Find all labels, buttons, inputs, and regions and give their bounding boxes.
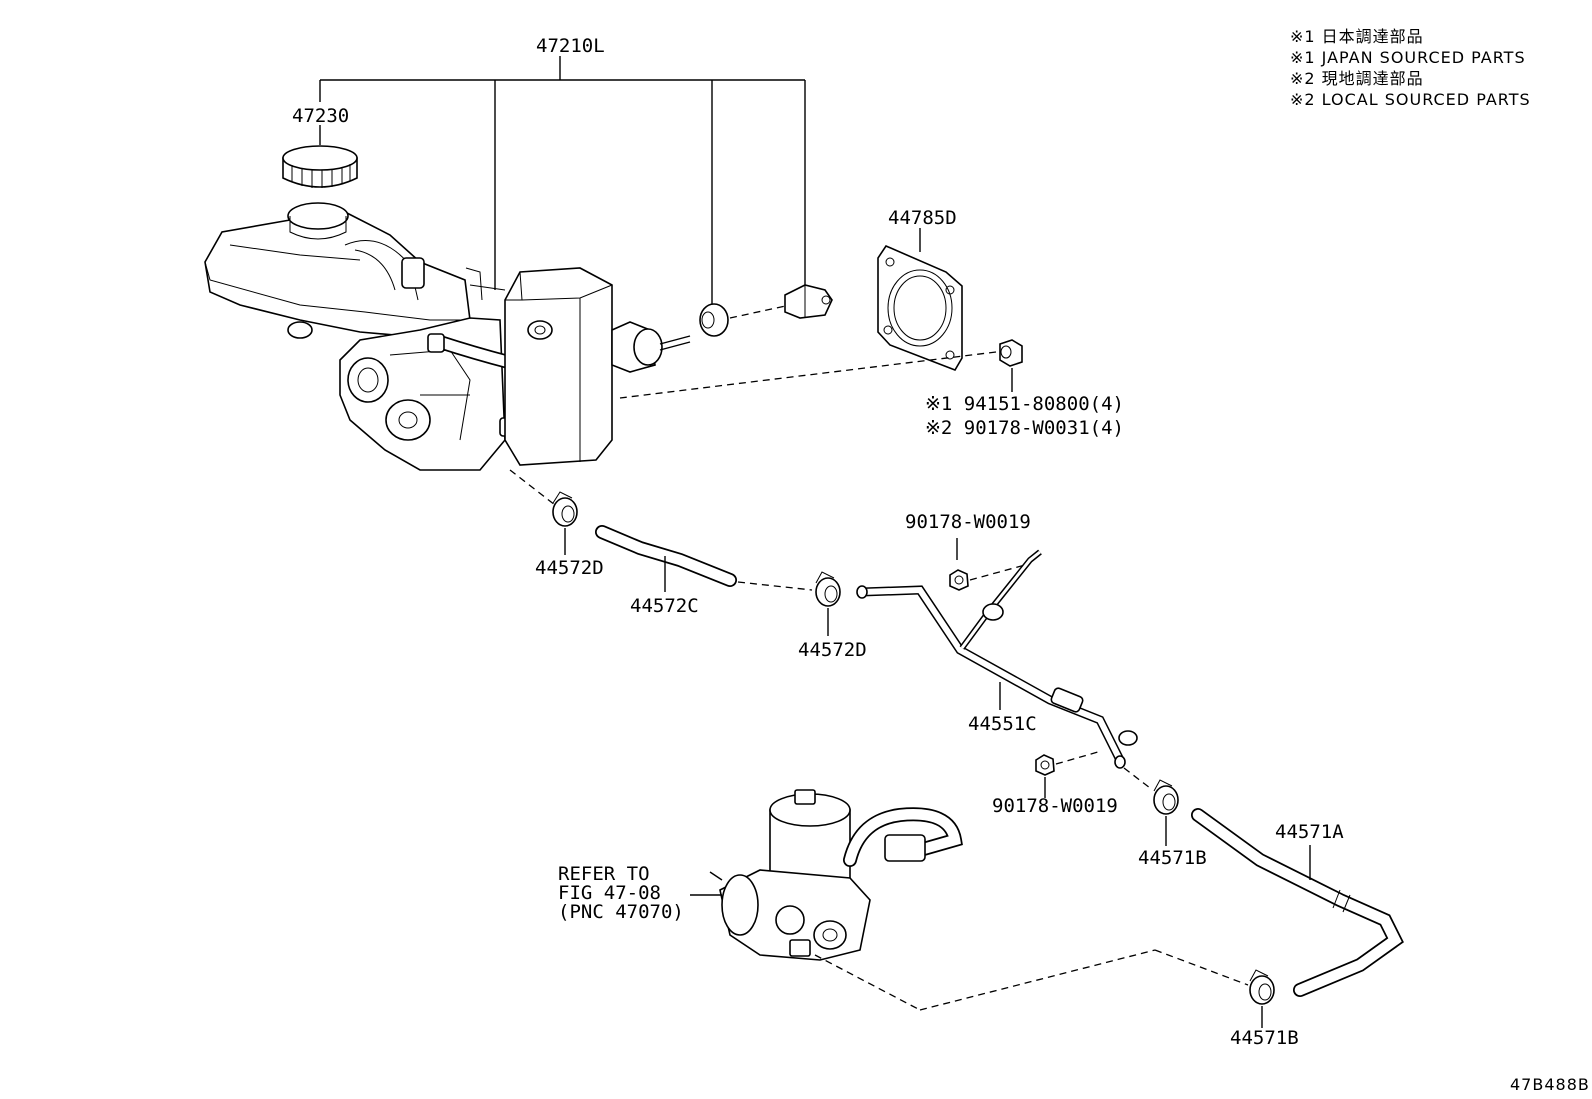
label-clamp-lower-bottom: 44571B <box>1230 1027 1299 1049</box>
label-refer-line3: (PNC 47070) <box>558 901 684 923</box>
pump-motor[interactable] <box>709 789 963 961</box>
dash-hose-clamp <box>737 581 813 591</box>
label-pipe: 44551C <box>968 713 1037 735</box>
label-clamp-upper-mid: 44572D <box>798 639 867 661</box>
label-master-cylinder: 47210L <box>536 35 605 57</box>
clamp-lower-upper[interactable] <box>1153 779 1179 815</box>
sourcing-notes: ※1 日本調達部品 ※1 JAPAN SOURCED PARTS ※2 現地調達… <box>1290 27 1531 109</box>
note-japan-jp: ※1 日本調達部品 <box>1290 27 1424 46</box>
figure-id: 47B488B <box>1510 1075 1590 1094</box>
hose-lower[interactable] <box>1191 808 1404 997</box>
dash-pump-b <box>919 949 1156 1011</box>
bracket-nut-bottom[interactable] <box>1035 754 1055 776</box>
label-nut-jp: ※1 94151-80800(4) <box>925 393 1124 415</box>
clamp-upper-mid[interactable] <box>815 571 841 607</box>
note-local-en: ※2 LOCAL SOURCED PARTS <box>1290 90 1531 109</box>
dash-grommet-bracket <box>729 304 791 319</box>
dash-body-clamp <box>509 469 556 506</box>
leader-47210L <box>319 56 806 305</box>
label-refer-line2: FIG 47-08 <box>558 882 661 904</box>
vacuum-pipe[interactable] <box>856 549 1138 769</box>
label-clamp-upper-left: 44572D <box>535 557 604 579</box>
dash-nut-top <box>969 564 1026 581</box>
label-nut-local: ※2 90178-W0031(4) <box>925 417 1124 439</box>
dash-pipe-clamp <box>1123 767 1151 789</box>
gasket[interactable] <box>877 245 963 371</box>
label-hose-lower: 44571A <box>1275 821 1344 843</box>
dash-pump-c <box>1154 949 1249 986</box>
clamp-lower-bottom[interactable] <box>1249 969 1275 1005</box>
dash-nut-booster <box>619 351 997 399</box>
label-gasket: 44785D <box>888 207 957 229</box>
bracket-nut-top[interactable] <box>949 569 969 591</box>
clamp-upper-left[interactable] <box>552 491 578 527</box>
label-nut-bracket-bottom: 90178-W0019 <box>992 795 1118 817</box>
dash-pump-a <box>814 954 921 1011</box>
label-hose-upper: 44572C <box>630 595 699 617</box>
dash-nut-bottom <box>1055 751 1099 765</box>
flange-nut[interactable] <box>999 339 1023 367</box>
reservoir-cap[interactable] <box>282 145 358 188</box>
booster-grommet[interactable] <box>699 303 729 337</box>
label-refer-line1: REFER TO <box>558 863 650 885</box>
hose-upper[interactable] <box>595 525 737 587</box>
label-nut-bracket-top: 90178-W0019 <box>905 511 1031 533</box>
booster-bracket[interactable] <box>784 284 833 319</box>
master-cylinder-assembly[interactable] <box>204 202 691 471</box>
label-clamp-lower-upper: 44571B <box>1138 847 1207 869</box>
note-local-jp: ※2 現地調達部品 <box>1290 69 1424 88</box>
note-japan-en: ※1 JAPAN SOURCED PARTS <box>1290 48 1526 67</box>
label-reservoir-cap: 47230 <box>292 105 349 127</box>
